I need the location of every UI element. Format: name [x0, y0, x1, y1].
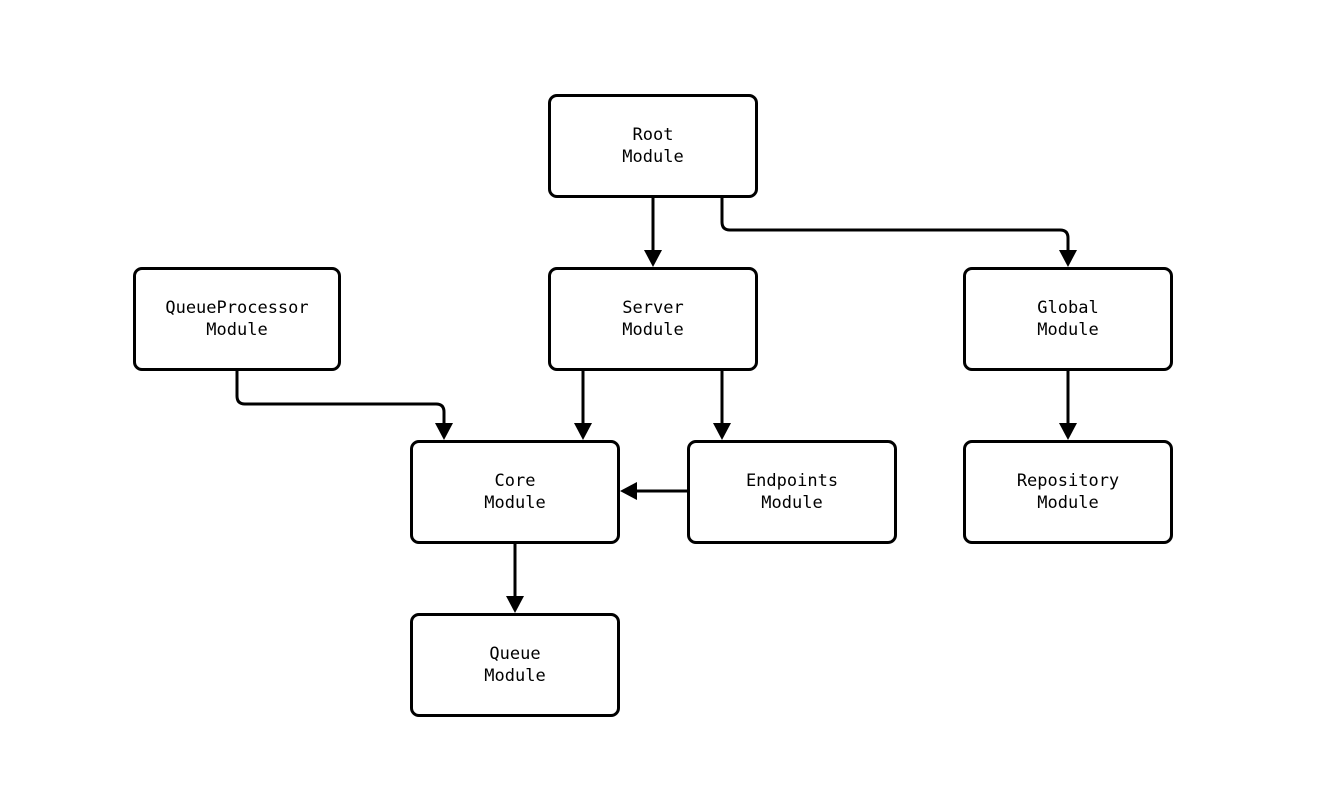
edge-arrowhead-server-to-endpoints — [713, 423, 731, 440]
node-label-endpoints: Endpoints Module — [745, 471, 839, 513]
edge-endpoints-to-core — [620, 482, 687, 500]
node-endpoints[interactable]: Endpoints Module — [687, 440, 897, 544]
node-label-global: Global Module — [1037, 298, 1099, 340]
node-root[interactable]: Root Module — [548, 94, 758, 198]
edge-server-to-core — [574, 371, 592, 440]
node-queue[interactable]: Queue Module — [410, 613, 620, 717]
node-queueprocessor[interactable]: QueueProcessor Module — [133, 267, 341, 371]
edge-root-to-server — [644, 198, 662, 267]
edge-arrowhead-server-to-core — [574, 423, 592, 440]
edge-arrowhead-core-to-queue — [506, 596, 524, 613]
edge-line-root-to-global — [720, 198, 1070, 258]
edge-arrowhead-root-to-global — [1059, 250, 1077, 267]
edge-root-to-global — [720, 198, 1077, 267]
node-core[interactable]: Core Module — [410, 440, 620, 544]
edge-server-to-endpoints — [713, 371, 731, 440]
node-server[interactable]: Server Module — [548, 267, 758, 371]
edge-line-queueprocessor-to-core — [235, 371, 446, 431]
edge-queueprocessor-to-core — [235, 371, 453, 440]
edge-global-to-repository — [1059, 371, 1077, 440]
node-label-queue: Queue Module — [484, 644, 546, 686]
edge-arrowhead-global-to-repository — [1059, 423, 1077, 440]
node-label-queueprocessor: QueueProcessor Module — [165, 298, 309, 340]
node-label-root: Root Module — [622, 125, 684, 167]
node-global[interactable]: Global Module — [963, 267, 1173, 371]
edge-arrowhead-endpoints-to-core — [620, 482, 637, 500]
node-label-repository: Repository Module — [1016, 471, 1120, 513]
node-label-server: Server Module — [622, 298, 684, 340]
node-repository[interactable]: Repository Module — [963, 440, 1173, 544]
edge-arrowhead-queueprocessor-to-core — [435, 423, 453, 440]
node-label-core: Core Module — [484, 471, 546, 513]
edge-core-to-queue — [506, 544, 524, 613]
edge-arrowhead-root-to-server — [644, 250, 662, 267]
